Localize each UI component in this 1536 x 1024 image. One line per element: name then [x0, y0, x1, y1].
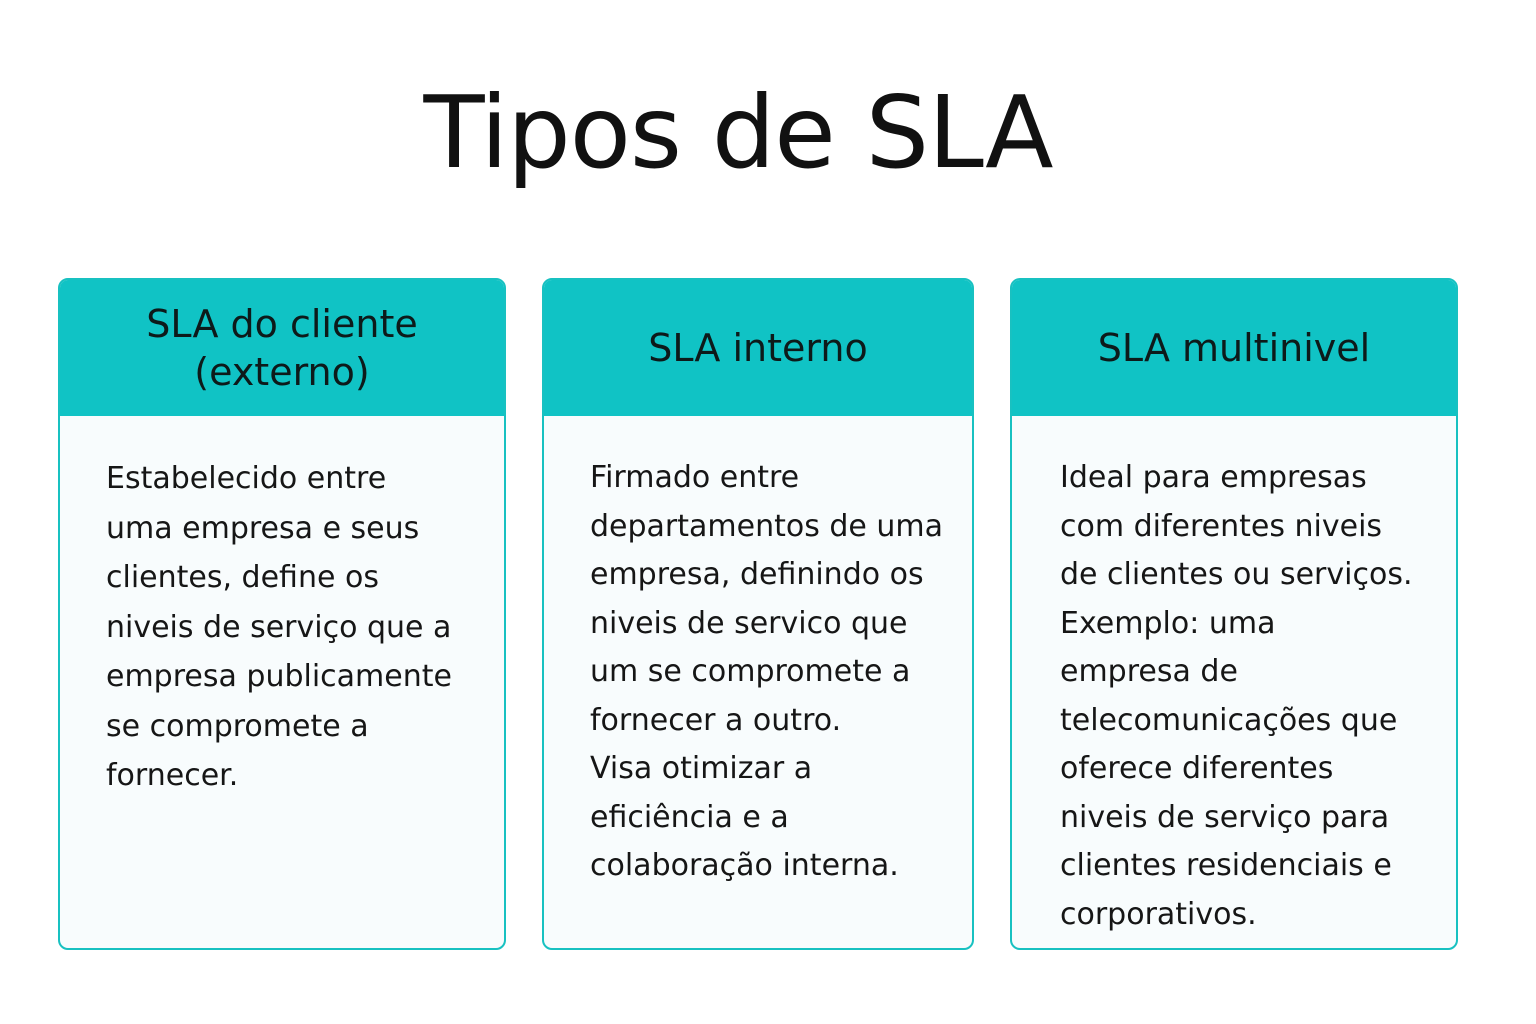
description-line: colaboração interna. — [590, 848, 899, 883]
description-line: clientes residenciais e — [1060, 848, 1392, 883]
description-line: empresa publicamente — [106, 659, 452, 694]
description-line: Ideal para empresas — [1060, 460, 1367, 495]
description-line: corporativos. — [1060, 896, 1257, 932]
description-line: eficiência e a — [590, 799, 789, 835]
card-sla-multinivel: SLA multinivel Ideal para empresas com d… — [1010, 278, 1458, 950]
description-line: telecomunicações que — [1060, 702, 1398, 738]
description-line: departamentos de uma — [590, 508, 944, 544]
description-line: clientes, define os — [106, 560, 379, 595]
description-line: com diferentes niveis — [1060, 508, 1383, 544]
description-line: niveis de serviço para — [1060, 799, 1390, 835]
card-description: Firmado entre departamentos de uma empre… — [544, 416, 972, 891]
description-line: Estabelecido entre — [106, 461, 387, 496]
description-line: Firmado entre — [590, 460, 800, 495]
description-line: um se compromete a — [590, 654, 911, 689]
card-description: Ideal para empresas com diferentes nivei… — [1012, 416, 1456, 939]
card-description: Estabelecido entre uma empresa e seus cl… — [60, 416, 504, 801]
description-line: niveis de servico que — [590, 605, 908, 641]
card-title: SLA multinivel — [1097, 326, 1371, 370]
card-header: SLA interno — [544, 280, 972, 416]
description-line: se compromete a — [106, 708, 369, 744]
description-line: fornecer a outro. — [590, 702, 842, 738]
description-line: empresa, definindo os — [590, 557, 924, 592]
description-line: fornecer. — [106, 758, 239, 793]
card-title: SLA interno — [648, 326, 868, 370]
description-line: Visa otimizar a — [590, 751, 813, 786]
card-header: SLA do cliente (externo) — [60, 280, 504, 416]
description-line: uma empresa e seus — [106, 510, 420, 546]
description-line: Exemplo: uma — [1060, 605, 1276, 641]
card-sla-interno: SLA interno Firmado entre departamentos … — [542, 278, 974, 950]
description-line: oferece diferentes — [1060, 751, 1334, 786]
description-line: niveis de serviço que a — [106, 609, 452, 645]
description-line: de clientes ou serviços. — [1060, 557, 1413, 592]
description-line: empresa de — [1060, 654, 1238, 689]
page-title: Tipos de SLA — [423, 74, 1053, 191]
card-header: SLA multinivel — [1012, 280, 1456, 416]
card-title: SLA do cliente (externo) — [146, 302, 418, 394]
card-sla-cliente: SLA do cliente (externo) Estabelecido en… — [58, 278, 506, 950]
